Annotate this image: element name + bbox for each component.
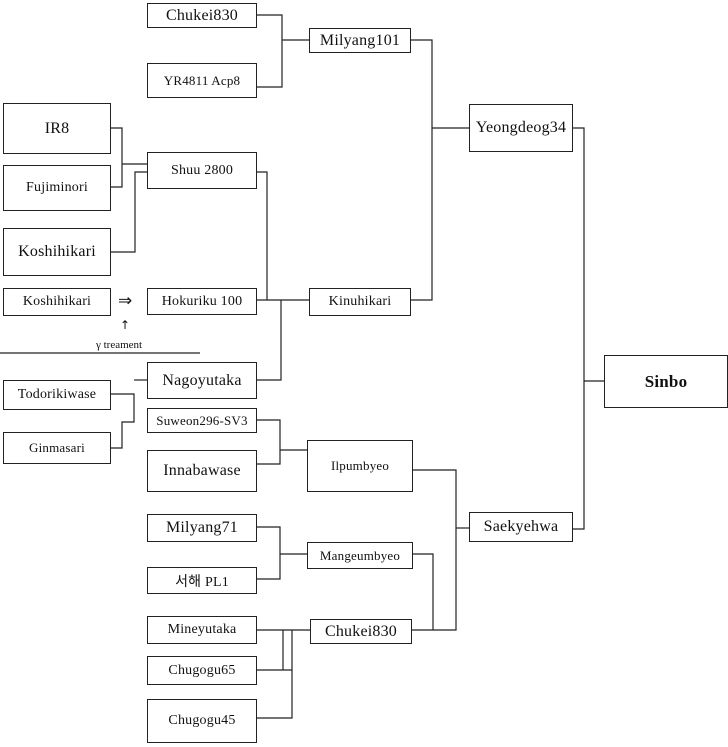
- node-milyang101: Milyang101: [309, 28, 411, 53]
- node-nagoyutaka: Nagoyutaka: [147, 362, 257, 399]
- node-saekyehwa: Saekyehwa: [469, 512, 573, 542]
- right-arrow-icon: ⇒: [118, 291, 133, 311]
- node-koshihikari-b: Koshihikari: [3, 288, 111, 316]
- node-innabawase: Innabawase: [147, 450, 257, 492]
- node-yr4811-acp8: YR4811 Acp8: [147, 63, 257, 98]
- gamma-treatment-label: γ treament: [96, 339, 143, 351]
- node-sinbo: Sinbo: [604, 355, 728, 408]
- node-shuu2800: Shuu 2800: [147, 152, 257, 189]
- node-milyang71: Milyang71: [147, 514, 257, 542]
- node-chugogu65: Chugogu65: [147, 656, 257, 685]
- node-kinuhikari: Kinuhikari: [309, 288, 411, 316]
- node-ginmasari: Ginmasari: [3, 432, 111, 464]
- up-arrow-icon: ↑: [120, 318, 131, 332]
- node-yeongdeog34: Yeongdeog34: [469, 104, 573, 152]
- node-chukei830-bottom: Chukei830: [310, 619, 412, 644]
- node-todorikiwase: Todorikiwase: [3, 380, 111, 410]
- node-seohae-pl1: 서해 PL1: [147, 567, 257, 594]
- node-mineyutaka: Mineyutaka: [147, 616, 257, 644]
- node-koshihikari-a: Koshihikari: [3, 228, 111, 276]
- node-fujiminori: Fujiminori: [3, 165, 111, 211]
- node-chukei830-top: Chukei830: [147, 3, 257, 28]
- node-ilpumbyeo: Ilpumbyeo: [307, 440, 413, 492]
- node-chugogu45: Chugogu45: [147, 699, 257, 743]
- node-suweon296-sv3: Suweon296-SV3: [147, 408, 257, 433]
- node-ir8: IR8: [3, 103, 111, 154]
- node-hokuriku100: Hokuriku 100: [147, 288, 257, 315]
- node-mangeumbyeo: Mangeumbyeo: [307, 542, 413, 569]
